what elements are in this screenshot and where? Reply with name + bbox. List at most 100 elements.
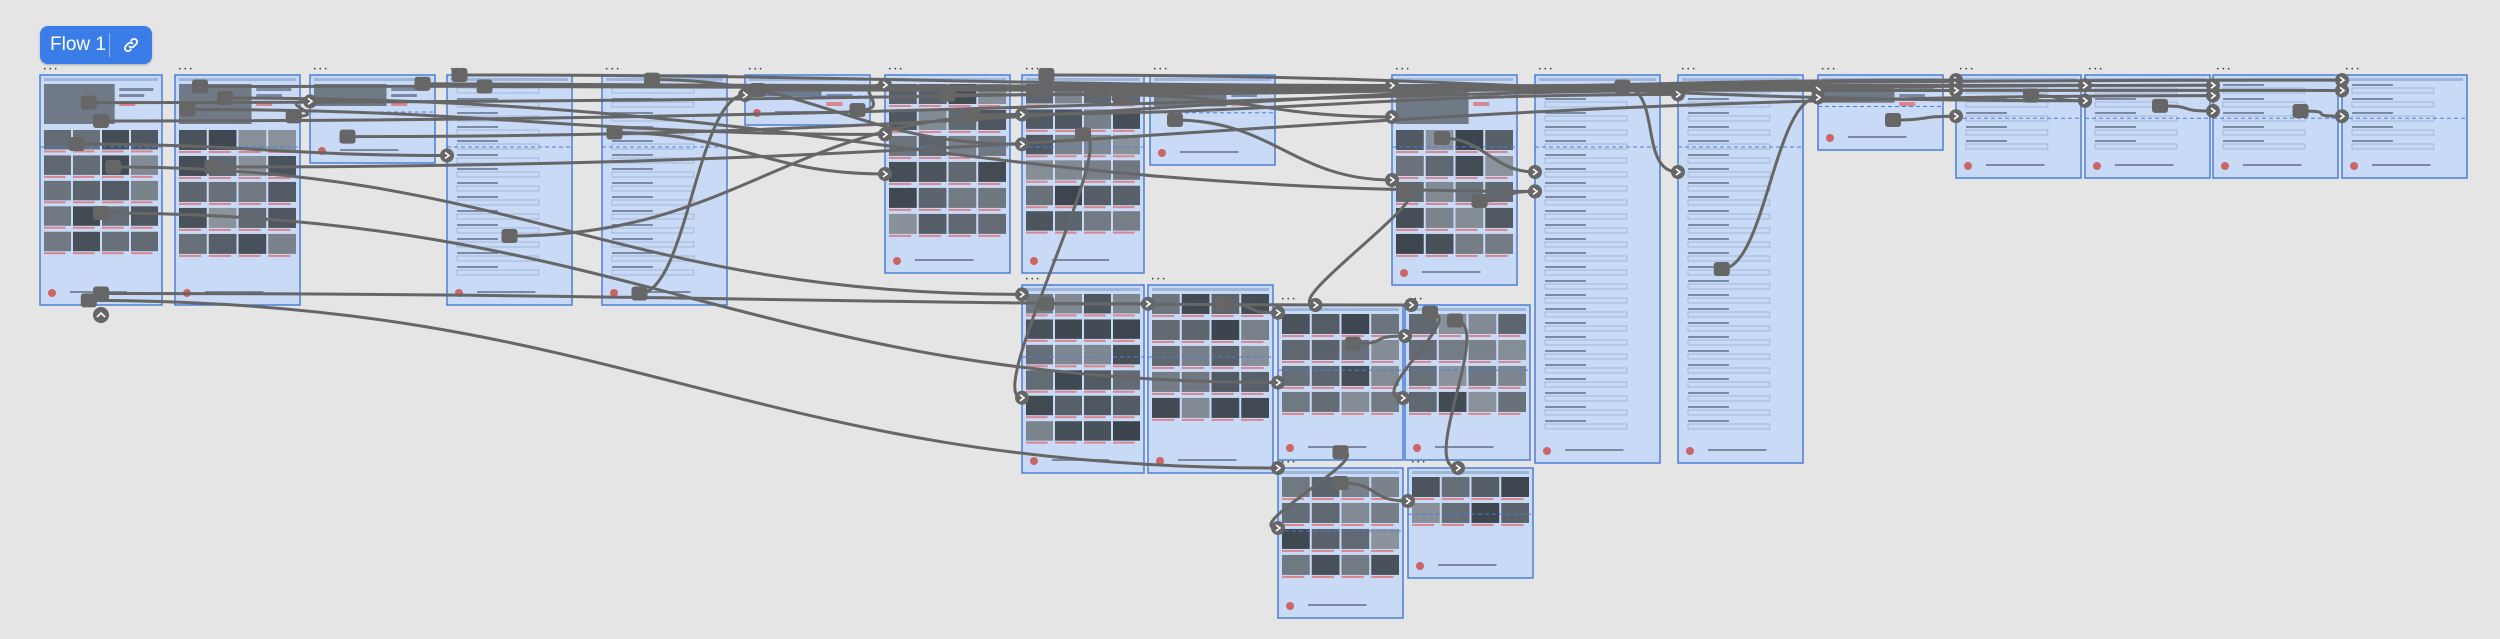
connector-hotspot[interactable] <box>285 109 302 124</box>
connector-hotspot[interactable] <box>93 206 109 220</box>
chevron-right-icon[interactable] <box>1271 461 1285 475</box>
chevron-right-icon[interactable] <box>1308 298 1323 312</box>
chevron-right-icon[interactable] <box>1271 521 1285 535</box>
chevron-right-icon[interactable] <box>1385 173 1399 187</box>
connector-hotspot[interactable] <box>179 102 196 117</box>
connector-hotspot[interactable] <box>204 160 221 174</box>
connector-hotspot[interactable] <box>1167 113 1183 127</box>
frame-home-a[interactable]: • • • <box>39 66 163 306</box>
frame-grid-h[interactable]: • • • <box>1407 459 1534 579</box>
chevron-right-icon[interactable] <box>1015 137 1029 152</box>
connector-hotspot[interactable] <box>80 293 97 308</box>
chevron-right-icon[interactable] <box>2078 78 2092 93</box>
chevron-right-icon[interactable] <box>2335 73 2349 88</box>
connector-hotspot[interactable] <box>1422 305 1438 320</box>
chevron-right-icon[interactable] <box>2206 88 2220 103</box>
chevron-right-icon[interactable] <box>878 167 892 181</box>
connector-hotspot[interactable] <box>105 160 122 174</box>
connector-hotspot[interactable] <box>93 114 109 128</box>
connector-hotspot[interactable] <box>1332 445 1349 460</box>
connector-hotspot[interactable] <box>1434 131 1450 145</box>
flow-connector[interactable] <box>650 78 1024 146</box>
frame-step-d[interactable]: • • • <box>2341 66 2468 179</box>
connector-hotspot[interactable] <box>501 229 518 243</box>
frame-detail-a[interactable]: • • • <box>1391 66 1518 286</box>
frame-form-b[interactable]: • • • <box>601 66 728 306</box>
connector-hotspot[interactable] <box>1075 127 1091 142</box>
chevron-right-icon[interactable] <box>1385 78 1399 93</box>
flow-connector[interactable] <box>2158 104 2215 113</box>
chevron-right-icon[interactable] <box>1015 390 1029 405</box>
frame-menu-dots[interactable]: • • • <box>1411 459 1425 466</box>
connector-hotspot[interactable] <box>1614 79 1631 94</box>
connector-hotspot[interactable] <box>2292 104 2309 119</box>
frame-home-b[interactable]: • • • <box>174 66 301 306</box>
flow-connector[interactable] <box>1440 136 1537 174</box>
flow-connector[interactable] <box>87 298 1280 470</box>
connector-hotspot[interactable] <box>339 129 356 144</box>
connector-hotspot[interactable] <box>1471 194 1488 208</box>
frame-menu-dots[interactable]: • • • <box>1281 296 1295 303</box>
chevron-right-icon[interactable] <box>1528 165 1542 179</box>
connector-hotspot[interactable] <box>1215 296 1231 311</box>
connector-hotspot[interactable] <box>1038 68 1055 82</box>
chevron-right-icon[interactable] <box>2206 104 2220 119</box>
chevron-right-icon[interactable] <box>1385 110 1399 124</box>
connector-hotspot[interactable] <box>451 68 468 82</box>
connector-hotspot[interactable] <box>1396 183 1413 198</box>
connector-hotspot[interactable] <box>2023 88 2039 103</box>
connector-hotspot[interactable] <box>476 79 493 94</box>
frame-menu-dots[interactable]: • • • <box>1959 66 1973 73</box>
connector-hotspot[interactable] <box>217 91 233 105</box>
chevron-right-icon[interactable] <box>1401 494 1415 508</box>
chevron-right-icon[interactable] <box>2335 83 2349 98</box>
flow-connector[interactable] <box>2299 109 2344 118</box>
chevron-right-icon[interactable] <box>1671 87 1685 102</box>
flow-connector[interactable] <box>971 92 1680 117</box>
flow-connector[interactable] <box>1118 93 1394 119</box>
frame-menu-dots[interactable]: • • • <box>1025 276 1039 283</box>
connector-hotspot[interactable] <box>1332 476 1349 490</box>
connector-hotspot[interactable] <box>93 286 109 301</box>
chevron-right-icon[interactable] <box>1271 305 1285 320</box>
chevron-right-icon[interactable] <box>1396 391 1410 405</box>
chevron-right-icon[interactable] <box>1015 107 1029 122</box>
link-icon[interactable] <box>110 36 152 54</box>
frame-menu-dots[interactable]: • • • <box>2345 66 2359 73</box>
connector-hotspot[interactable] <box>644 72 660 87</box>
flow-connector[interactable] <box>1339 481 1410 503</box>
flow-connector[interactable] <box>223 96 1537 193</box>
frame-grid-f[interactable]: • • • <box>1404 296 1531 461</box>
frame-menu-dots[interactable]: • • • <box>1151 276 1165 283</box>
flow-connector[interactable] <box>75 142 449 157</box>
connector-hotspot[interactable] <box>1111 87 1128 102</box>
frame-menu-dots[interactable]: • • • <box>313 66 327 73</box>
frame-menu-dots[interactable]: • • • <box>43 66 57 73</box>
frame-grid-c[interactable]: • • • <box>1021 276 1145 474</box>
connector-hotspot[interactable] <box>414 76 431 91</box>
flow-connector[interactable] <box>1351 334 1407 346</box>
connector-hotspot[interactable] <box>939 87 956 102</box>
chevron-right-icon[interactable] <box>1451 461 1465 475</box>
chevron-right-icon[interactable] <box>1398 329 1412 343</box>
flow-connector[interactable] <box>99 292 1413 307</box>
frame-long-form-b[interactable]: • • • <box>1677 66 1804 464</box>
flow-connector[interactable] <box>508 113 1024 238</box>
chevron-right-icon[interactable] <box>1141 296 1155 311</box>
frame-menu-dots[interactable]: • • • <box>1395 66 1409 73</box>
frame-menu-dots[interactable]: • • • <box>748 66 762 73</box>
frame-menu-dots[interactable]: • • • <box>888 66 902 73</box>
flow-1-button[interactable]: Flow 1 <box>40 26 152 64</box>
connector-hotspot[interactable] <box>749 83 766 97</box>
flow-connector[interactable] <box>1444 319 1469 470</box>
chevron-right-icon[interactable] <box>878 127 892 142</box>
chevron-right-icon[interactable] <box>2335 109 2349 124</box>
chevron-right-icon[interactable] <box>1671 165 1685 179</box>
frame-menu-dots[interactable]: • • • <box>2088 66 2102 73</box>
connector-hotspot[interactable] <box>1713 262 1730 276</box>
flow-connector[interactable] <box>1720 96 1820 271</box>
flow-connector[interactable] <box>1392 311 1441 400</box>
flow-connector[interactable] <box>856 83 887 112</box>
frame-long-form-a[interactable]: • • • <box>1534 66 1661 464</box>
connector-hotspot[interactable] <box>964 107 981 122</box>
